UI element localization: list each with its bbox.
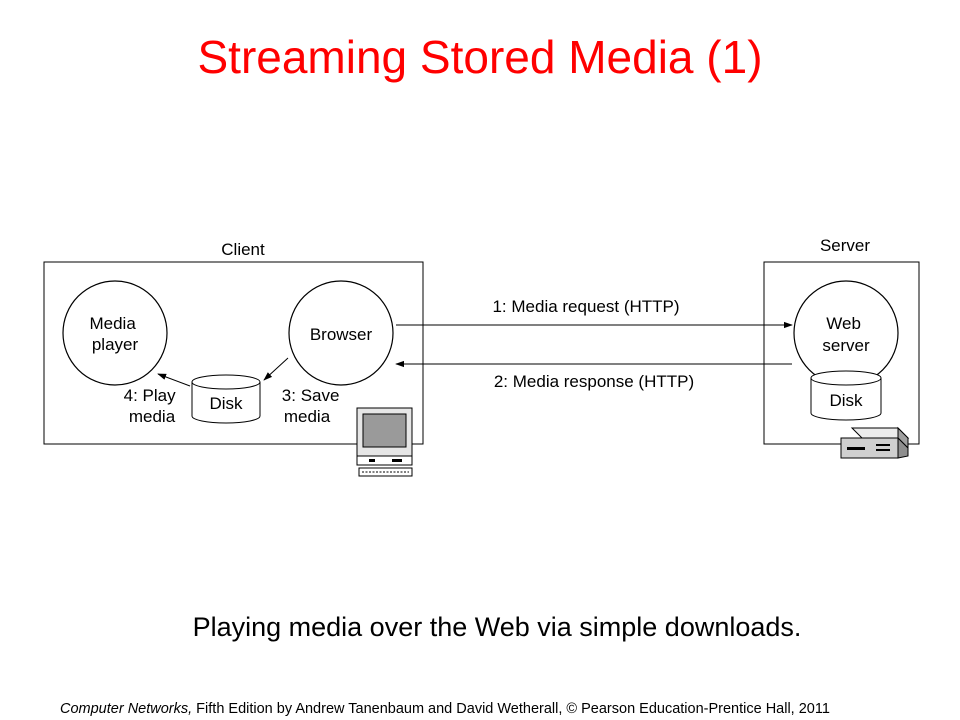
server-disk-label: Disk (829, 391, 863, 410)
server-label: Server (820, 236, 870, 255)
media-player-node (62, 280, 168, 386)
client-disk-label: Disk (209, 394, 243, 413)
response-label: 2: Media response (HTTP) (494, 372, 694, 391)
save-step-label: 3: Save media (282, 386, 344, 426)
server-disk-icon (810, 370, 882, 421)
client-disk-icon (191, 374, 261, 424)
save-arrow (263, 357, 289, 381)
footer-credit: Fifth Edition by Andrew Tanenbaum and Da… (192, 701, 830, 717)
web-server-node (793, 280, 899, 386)
footer-book-title: Computer Networks, (60, 701, 193, 717)
browser-node (288, 280, 394, 386)
slide-footer: Computer Networks, Fifth Edition by Andr… (60, 701, 830, 717)
play-arrow (157, 373, 191, 387)
desktop-computer-icon (356, 407, 413, 477)
slide-caption: Playing media over the Web via simple do… (192, 612, 802, 642)
web-server-label: Web server (822, 314, 870, 355)
slide-title: Streaming Stored Media (1) (197, 31, 763, 83)
server-hardware-icon (840, 426, 910, 459)
media-player-label: Media player (89, 314, 140, 354)
client-box (43, 261, 424, 445)
request-label: 1: Media request (HTTP) (492, 297, 679, 316)
streaming-diagram: Client Media player Browser Disk 4: Play… (43, 236, 920, 477)
client-label: Client (221, 240, 265, 259)
browser-label: Browser (310, 325, 373, 344)
play-step-label: 4: Play media (124, 386, 181, 426)
